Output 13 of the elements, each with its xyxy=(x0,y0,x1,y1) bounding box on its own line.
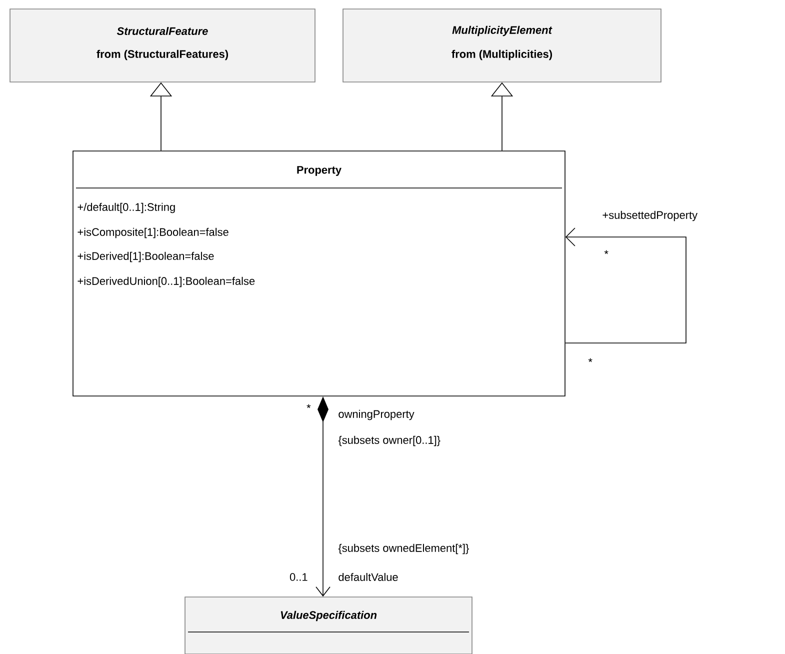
role-label: +subsettedProperty xyxy=(602,210,698,222)
association-line xyxy=(565,228,686,344)
role-label: owningProperty xyxy=(338,410,414,420)
role-label: defaultValue xyxy=(338,572,398,581)
class-box: StructuralFeature from (StructuralFeatures) xyxy=(10,8,316,82)
role-label: 0..1 xyxy=(290,573,308,581)
role-label: * xyxy=(588,358,592,362)
class-box: MultiplicityElement from (Multiplicities) xyxy=(342,8,662,82)
class-box: Property +/default[0..1]:String +isComposite[1]:Boolean=false +isDerived[1]:Boolean=false +isDerivedUnion[0..1]:Boolean=false xyxy=(72,150,566,396)
role-label: {subsets owner[0..1]} xyxy=(338,436,440,446)
role-label: {subsets ownedElement[*]} xyxy=(338,544,469,554)
class-box: ValueSpecification xyxy=(184,596,472,654)
role-label: * xyxy=(604,250,608,254)
